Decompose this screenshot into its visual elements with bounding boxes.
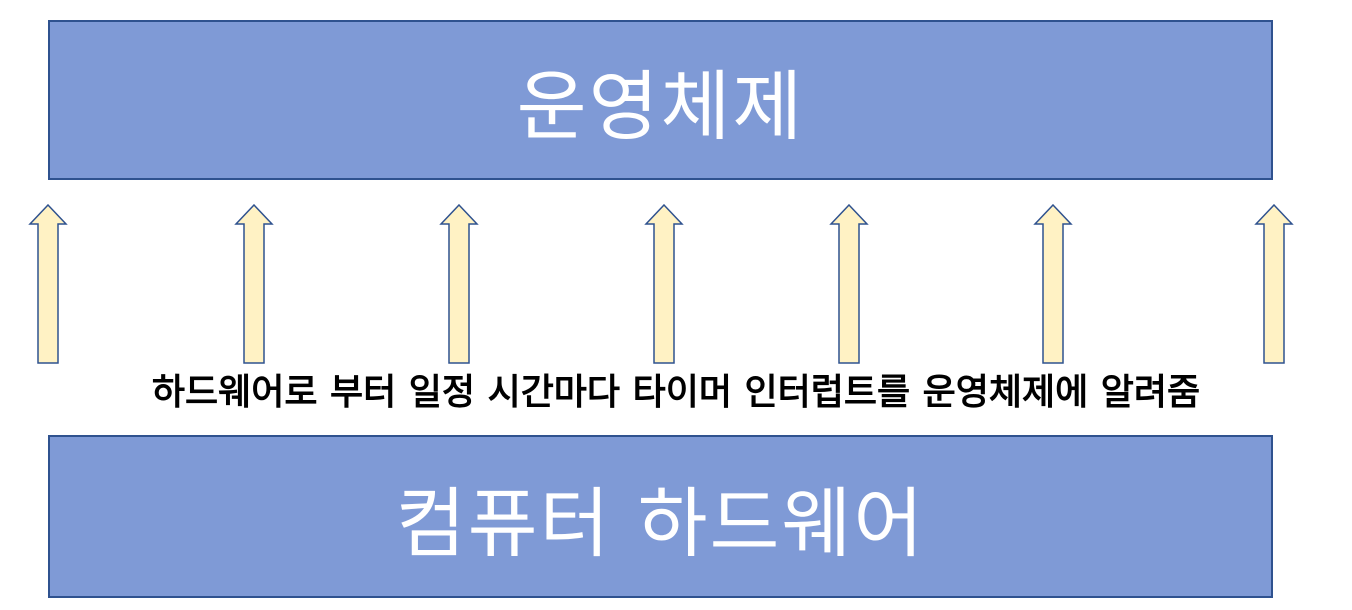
up-arrow-icon: [829, 204, 869, 364]
timer-interrupt-caption: 하드웨어로 부터 일정 시간마다 타이머 인터럽트를 운영체제에 알려줌: [151, 372, 1201, 413]
operating-system-label: 운영체제: [516, 62, 805, 151]
up-arrow-icon: [28, 204, 68, 364]
up-arrow-icon: [1254, 204, 1294, 364]
up-arrow-icon: [234, 204, 274, 364]
up-arrow-icon: [1033, 204, 1073, 364]
up-arrow-icon: [644, 204, 684, 364]
computer-hardware-label: 컴퓨터 하드웨어: [395, 478, 926, 568]
up-arrow-icon: [439, 204, 479, 364]
computer-hardware-box: 컴퓨터 하드웨어: [48, 435, 1273, 598]
operating-system-box: 운영체제: [48, 20, 1273, 180]
